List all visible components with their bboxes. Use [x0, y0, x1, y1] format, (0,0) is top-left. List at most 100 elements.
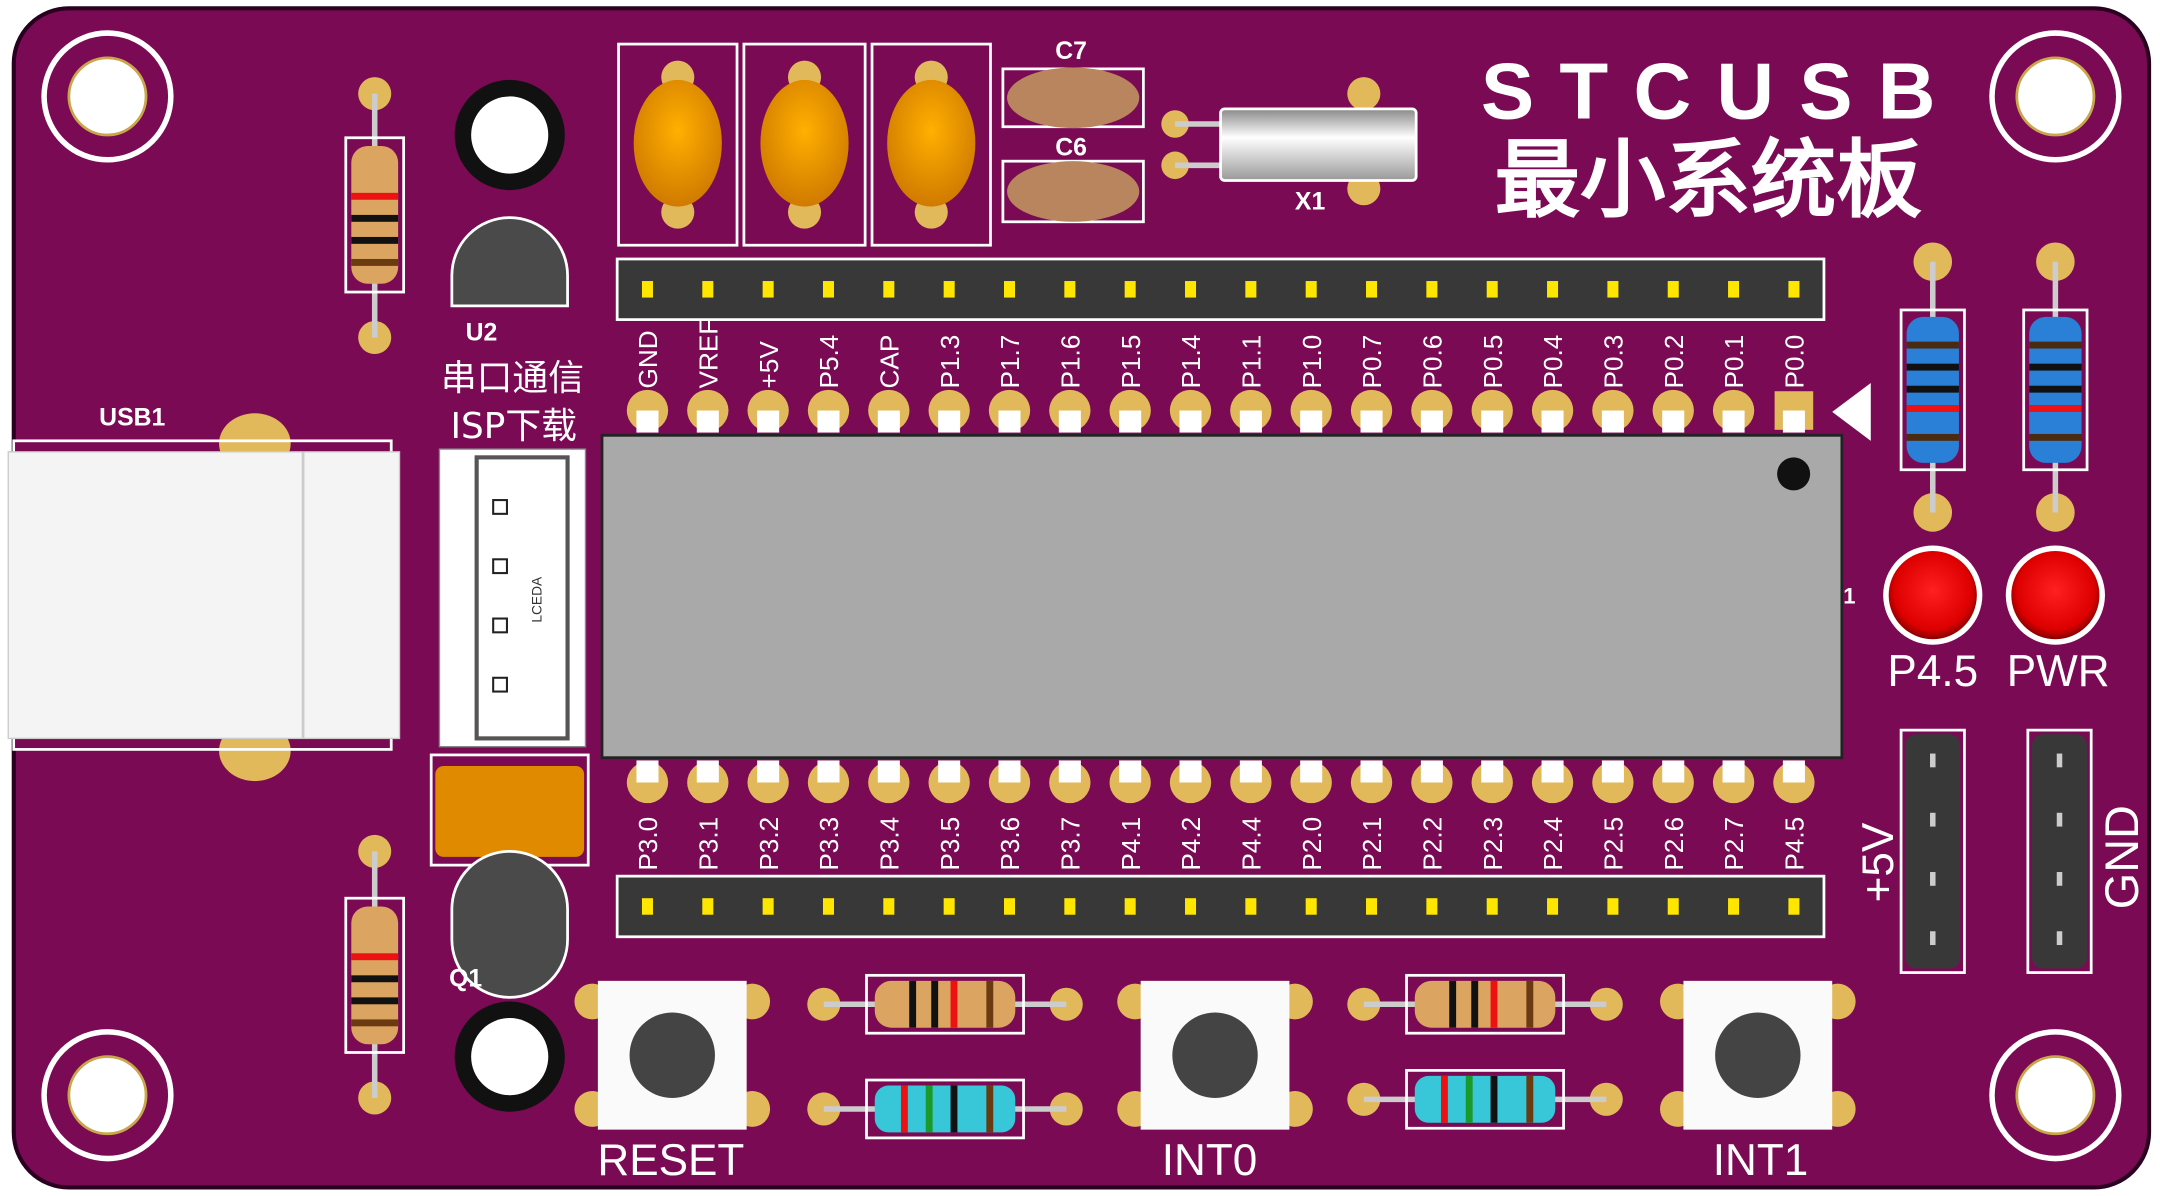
header-pin — [1486, 281, 1498, 298]
int0-button[interactable] — [1117, 980, 1313, 1130]
chip-pin: +5V — [747, 281, 789, 433]
header-pin — [1003, 898, 1016, 915]
label-plus5v: +5V — [1854, 822, 1903, 902]
pin-label: P1.0 — [1297, 335, 1327, 389]
chip-pin: P0.2 — [1652, 281, 1694, 433]
chip-pin: P2.2 — [1411, 760, 1453, 915]
isp-connector-icon[interactable] — [438, 448, 587, 748]
label-lceda: LCEDA — [529, 576, 544, 623]
electrolytic-capacitor-icon — [454, 1001, 565, 1112]
pin-label: P1.5 — [1116, 335, 1146, 389]
pin-label: P2.3 — [1478, 817, 1508, 871]
header-pin — [702, 281, 714, 298]
reset-button[interactable] — [574, 980, 771, 1130]
label-serial: 串口通信 — [441, 358, 584, 399]
plus5v-header[interactable] — [1899, 728, 1966, 974]
gnd-header[interactable] — [2026, 728, 2093, 974]
pin1-marker-icon — [1832, 382, 1871, 441]
label-int1: INT1 — [1713, 1136, 1809, 1185]
transistor-u2-icon — [450, 216, 569, 308]
bottom-pin-header — [615, 874, 1826, 939]
label-pin1: 1 — [1843, 583, 1855, 608]
electrolytic-capacitor-icon — [454, 79, 565, 191]
chip-pin: P5.4 — [807, 281, 850, 433]
header-pin — [641, 898, 653, 915]
chip-pin: P2.3 — [1471, 760, 1513, 915]
int1-button[interactable] — [1660, 980, 1856, 1130]
header-pin — [1607, 898, 1619, 915]
led-p45-icon — [1883, 545, 1983, 645]
label-x1: X1 — [1295, 188, 1326, 215]
chip-pin: P3.5 — [928, 760, 970, 915]
pin-label: P4.1 — [1116, 817, 1146, 871]
mounting-hole-icon — [1989, 1029, 2122, 1162]
pin-label: P5.4 — [814, 335, 844, 389]
header-pin — [1245, 898, 1257, 915]
header-pin — [1305, 898, 1317, 915]
chip-pin: P1.4 — [1169, 281, 1212, 433]
chip-pin: P3.2 — [747, 760, 789, 915]
pin-label: P4.2 — [1176, 817, 1206, 871]
chip-pin: VREF — [687, 281, 729, 433]
label-u2: U2 — [466, 319, 498, 346]
led-pwr-icon — [2005, 545, 2105, 645]
header-pin — [1667, 281, 1679, 298]
chip-pin: P3.3 — [807, 760, 850, 915]
label-led-pwr: PWR — [2007, 647, 2110, 696]
chip-pin: P2.0 — [1290, 760, 1332, 915]
label-c7: C7 — [1055, 38, 1087, 65]
chip-pin: P3.6 — [988, 760, 1031, 915]
header-pin — [883, 898, 895, 915]
header-pin — [1426, 898, 1438, 915]
header-pin — [1667, 898, 1679, 915]
crystal-x1-icon — [1161, 77, 1418, 206]
chip-pin: P0.6 — [1411, 281, 1453, 433]
label-gnd: GND — [2096, 805, 2148, 909]
pin-label: P0.3 — [1599, 335, 1629, 389]
mcu-chip — [600, 433, 1844, 760]
pin-label: P0.5 — [1478, 335, 1508, 389]
capacitor-icon — [870, 42, 992, 247]
chip-pin: GND — [626, 281, 669, 433]
pin1-dot-icon — [1777, 457, 1811, 491]
header-pin — [1788, 281, 1800, 298]
chip-pin: P0.0 — [1774, 281, 1814, 433]
header-pin — [943, 281, 955, 298]
mounting-hole-icon — [41, 1029, 174, 1162]
pin-label: P2.1 — [1357, 817, 1387, 871]
resistor-icon — [344, 834, 406, 1115]
pin-label: P0.0 — [1780, 335, 1810, 389]
chip-pin: P1.7 — [988, 281, 1031, 433]
pin-label: P2.5 — [1599, 817, 1629, 871]
chip-pin: P3.4 — [868, 760, 910, 915]
header-pin — [1728, 898, 1740, 915]
header-pin — [1124, 898, 1136, 915]
label-reset: RESET — [597, 1136, 744, 1185]
chip-pin: P1.6 — [1049, 281, 1091, 433]
resistor-icon — [1347, 1069, 1623, 1130]
label-usb1: USB1 — [99, 405, 165, 432]
header-pin — [1366, 898, 1378, 915]
header-pin — [702, 898, 714, 915]
pin-label: P1.3 — [935, 335, 965, 389]
header-pin — [822, 898, 834, 915]
pin-label: P3.5 — [935, 817, 965, 871]
chip-pin: P2.1 — [1350, 760, 1393, 915]
pin-label: P1.7 — [995, 335, 1025, 389]
header-pin — [1426, 281, 1438, 298]
chip-pin: P0.3 — [1592, 281, 1634, 433]
pin-label: GND — [633, 330, 663, 388]
chip-pin: P3.1 — [687, 760, 729, 915]
pin-label: P3.6 — [995, 817, 1025, 871]
capacitor-c7-icon — [1001, 67, 1145, 129]
chip-pin: P2.5 — [1592, 760, 1634, 915]
top-pin-header — [615, 257, 1826, 321]
header-pin — [1788, 898, 1800, 915]
pin-label: P1.4 — [1176, 335, 1206, 389]
chip-pin: P4.1 — [1109, 760, 1151, 915]
header-pin — [762, 898, 774, 915]
pin-label: P3.2 — [754, 817, 784, 871]
chip-pin: P2.7 — [1712, 760, 1755, 915]
resistor-icon — [807, 1078, 1083, 1140]
